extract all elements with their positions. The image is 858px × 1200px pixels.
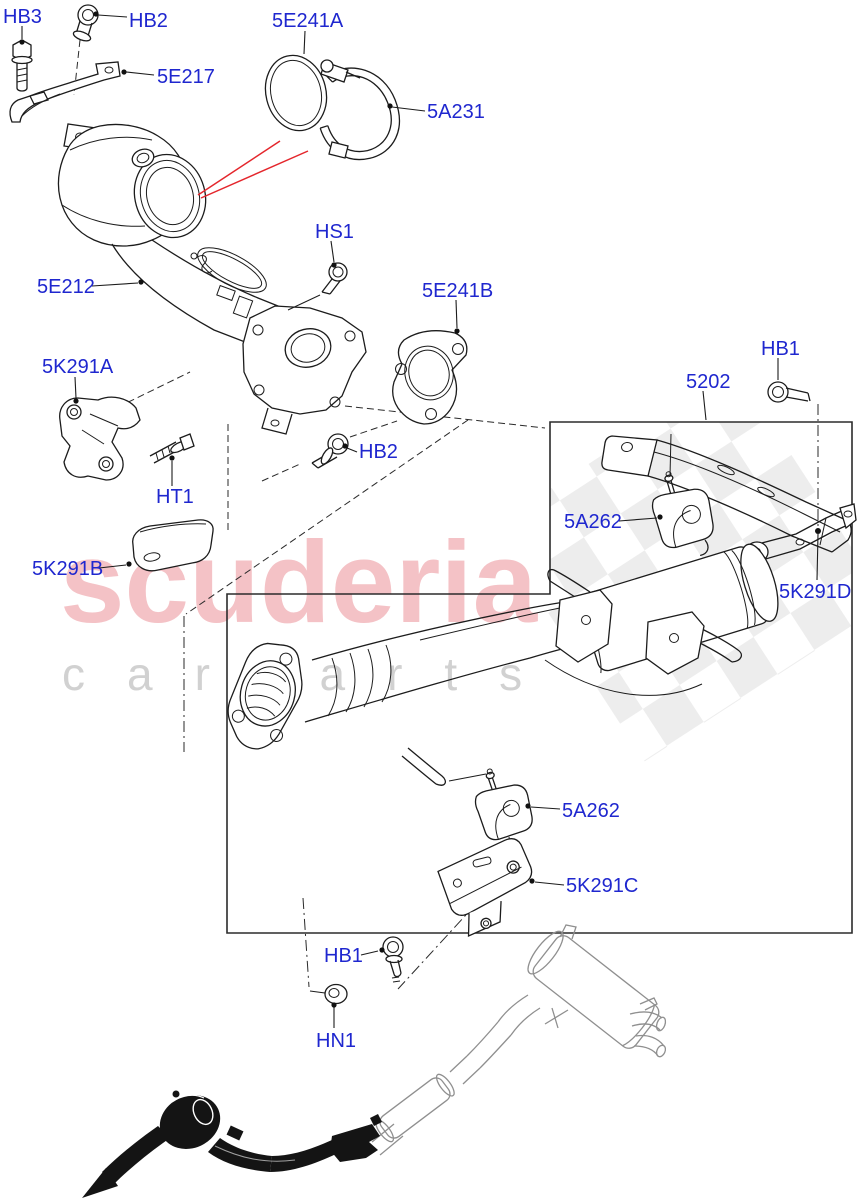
part-label-5k291b[interactable]: 5K291B bbox=[32, 558, 103, 580]
bracket-5202-drawing bbox=[601, 435, 852, 553]
subassembly-outline-box bbox=[226, 421, 853, 934]
bracket-5k291c-drawing bbox=[437, 838, 533, 937]
exhaust-system-thumbnail bbox=[82, 924, 667, 1198]
heatshield-5k291b-drawing bbox=[132, 519, 214, 572]
bracket-5e217-drawing bbox=[9, 61, 121, 123]
bracket-5k291a-drawing bbox=[59, 396, 141, 481]
part-label-5e241a[interactable]: 5E241A bbox=[272, 10, 344, 32]
part-label-hb1-bot[interactable]: HB1 bbox=[324, 945, 363, 967]
mount-5a262-lower-drawing bbox=[474, 768, 533, 857]
part-label-hb1-top[interactable]: HB1 bbox=[761, 338, 800, 360]
part-label-5k291a[interactable]: 5K291A bbox=[42, 356, 114, 378]
part-label-hb3[interactable]: HB3 bbox=[3, 6, 42, 28]
bolt-hb3-drawing bbox=[11, 39, 33, 92]
bolt-hb1-bottom-drawing bbox=[382, 936, 404, 983]
gasket-5e241b-drawing bbox=[392, 330, 468, 425]
bolt-hb1-top-drawing bbox=[767, 381, 811, 403]
clamp-5a231-drawing bbox=[319, 59, 400, 161]
leader-lines bbox=[19, 11, 821, 1028]
part-label-5k291d[interactable]: 5K291D bbox=[779, 581, 851, 603]
nut-hn1-drawing bbox=[309, 983, 348, 1005]
part-label-ht1[interactable]: HT1 bbox=[156, 486, 194, 508]
part-label-5e241b[interactable]: 5E241B bbox=[422, 280, 493, 302]
part-label-5a262-top[interactable]: 5A262 bbox=[564, 511, 622, 533]
watermark-tagline-text: carparts bbox=[62, 648, 564, 700]
part-label-5a262-bot[interactable]: 5A262 bbox=[562, 800, 620, 822]
stud-ht1-drawing bbox=[149, 433, 195, 464]
part-label-hn1[interactable]: HN1 bbox=[316, 1030, 356, 1052]
red-pointer-lines bbox=[197, 140, 309, 199]
catalytic-converter-drawing bbox=[57, 123, 367, 435]
front-pipe-assembly-drawing bbox=[227, 543, 779, 786]
part-label-5202[interactable]: 5202 bbox=[686, 371, 731, 393]
watermark-brand-text: scuderia bbox=[60, 517, 539, 647]
part-code-labels: HB3 HB2 5E217 5E241A 5A231 HS1 5E212 5E2… bbox=[3, 6, 851, 1052]
gasket-5e241a-drawing bbox=[264, 54, 328, 132]
bolt-hb2-top-drawing bbox=[72, 4, 99, 42]
part-label-5k291c[interactable]: 5K291C bbox=[566, 875, 638, 897]
bolt-hb2-mid-drawing bbox=[311, 433, 349, 469]
bolt-hs1-drawing bbox=[287, 262, 348, 311]
part-label-5e212[interactable]: 5E212 bbox=[37, 276, 95, 298]
highlighted-front-section bbox=[82, 1090, 382, 1198]
part-label-hb2-mid[interactable]: HB2 bbox=[359, 441, 398, 463]
part-label-hb2-top[interactable]: HB2 bbox=[129, 10, 168, 32]
checkered-flag-watermark bbox=[492, 422, 852, 762]
part-label-5e217[interactable]: 5E217 bbox=[157, 66, 215, 88]
mount-5a262-upper-drawing bbox=[651, 433, 714, 557]
part-label-5a231[interactable]: 5A231 bbox=[427, 101, 485, 123]
part-label-hs1[interactable]: HS1 bbox=[315, 221, 354, 243]
